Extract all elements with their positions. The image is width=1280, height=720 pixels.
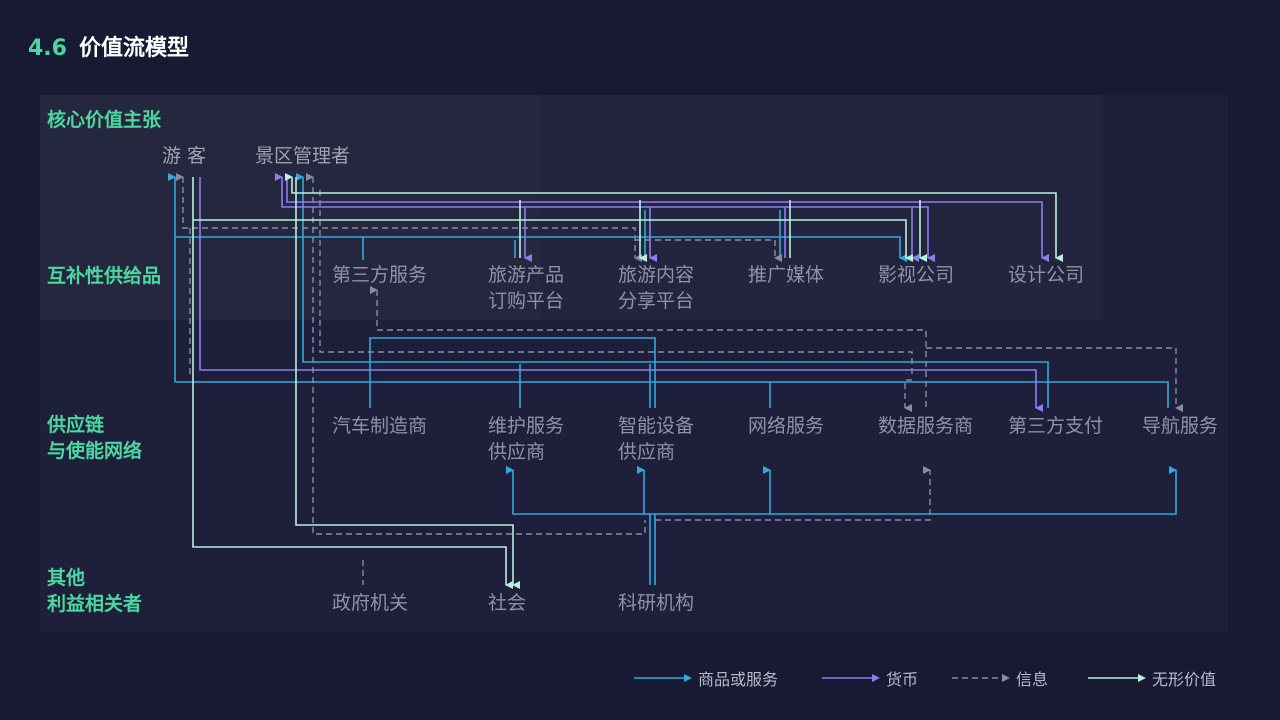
- page-title: 4.6 价值流模型: [28, 30, 189, 62]
- section-number: 4.6: [28, 36, 67, 61]
- node-government: 政府机关: [332, 592, 409, 614]
- node-design-company: 设计公司: [1008, 264, 1085, 286]
- goods-flows: [168, 173, 1177, 585]
- legend-money: 货币: [822, 666, 918, 690]
- info-flows: [176, 173, 1183, 585]
- node-third-party-service: 第三方服务: [332, 264, 428, 286]
- legend-money-line: [822, 674, 880, 682]
- legend-money-label: 货币: [886, 670, 919, 689]
- node-maintenance-supplier: 维护服务 供应商: [488, 415, 565, 463]
- node-tourist: 游 客: [162, 145, 207, 167]
- section-core-value: 核心价值主张: [47, 109, 162, 131]
- legend-info: 信息: [952, 666, 1048, 690]
- node-smart-device-supplier: 智能设备 供应商: [618, 415, 695, 463]
- node-booking-platform: 旅游产品 订购平台: [488, 264, 565, 312]
- legend-goods: 商品或服务: [634, 666, 778, 690]
- node-research-institute: 科研机构: [618, 592, 695, 614]
- node-scenic-manager: 景区管理者: [255, 145, 351, 167]
- legend-goods-label: 商品或服务: [698, 670, 779, 689]
- legend-intangible-label: 无形价值: [1152, 670, 1217, 689]
- node-content-platform: 旅游内容 分享平台: [618, 264, 695, 312]
- node-car-maker: 汽车制造商: [332, 415, 428, 437]
- legend-intangible: 无形价值: [1088, 666, 1216, 690]
- node-data-service: 数据服务商: [878, 415, 974, 437]
- node-network-service: 网络服务: [748, 415, 825, 437]
- node-film-company: 影视公司: [878, 264, 955, 286]
- legend-goods-line: [634, 674, 692, 682]
- node-navigation-service: 导航服务: [1142, 415, 1219, 437]
- node-society: 社会: [488, 592, 527, 614]
- node-promotion-media: 推广媒体: [748, 264, 825, 286]
- section-complementary: 互补性供给品: [47, 265, 162, 287]
- section-other-stakeholders: 其他 利益相关者: [47, 567, 143, 615]
- legend-info-label: 信息: [1016, 670, 1049, 689]
- intangible-flows: [192, 173, 1063, 589]
- section-supply-network: 供应链 与使能网络: [47, 414, 143, 462]
- legend-info-line: [952, 674, 1010, 682]
- title-text: 价值流模型: [78, 36, 189, 61]
- node-third-party-payment: 第三方支付: [1008, 415, 1104, 437]
- legend-intangible-line: [1088, 674, 1146, 682]
